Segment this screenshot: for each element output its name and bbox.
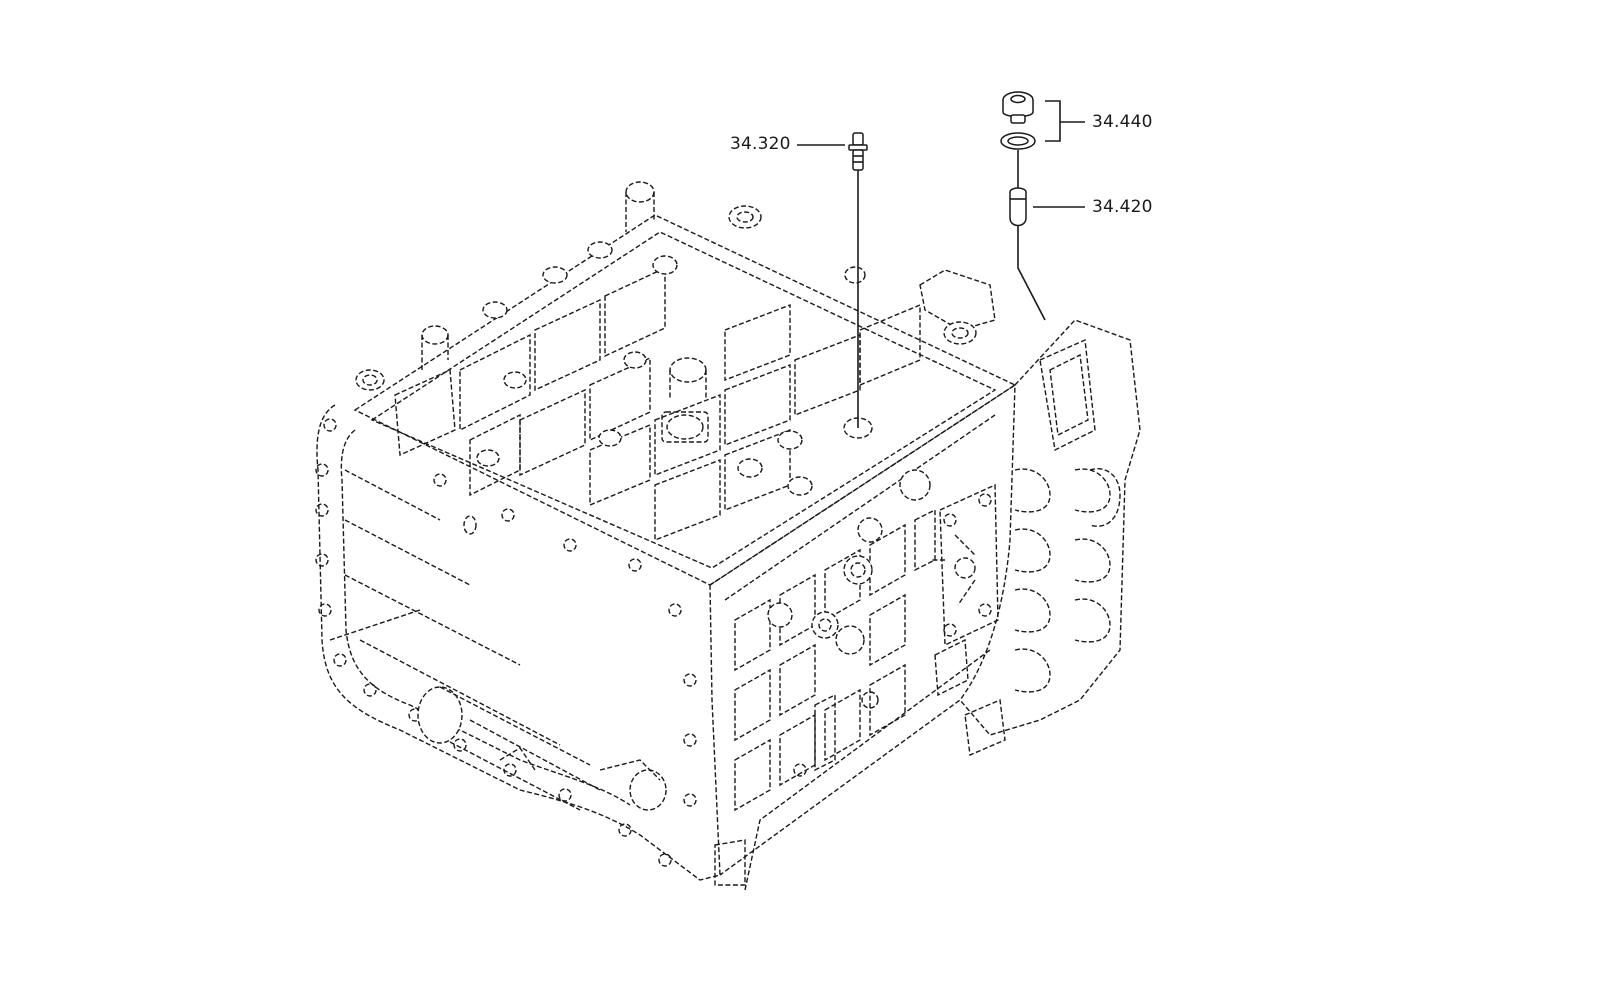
leader-lines — [797, 100, 1085, 428]
transmission-housing — [315, 181, 1141, 891]
top-grid — [394, 266, 921, 542]
bolt-34-320-part — [848, 132, 868, 171]
top-bosses — [355, 181, 977, 391]
front-face-ribs — [329, 469, 601, 791]
callout-34-420: 34.420 — [1092, 197, 1153, 217]
front-bolt-holes — [315, 418, 697, 867]
callout-34-440: 34.440 — [1092, 112, 1153, 132]
callout-34-320: 34.320 — [730, 134, 791, 154]
front-bore — [417, 686, 463, 744]
side-face-pockets — [734, 508, 936, 812]
screw-plug-34-440-part — [1002, 91, 1034, 124]
pin-34-420-part — [1009, 187, 1027, 227]
rear-ribs — [1014, 468, 1111, 693]
sealing-ring-34-440-part — [1000, 132, 1036, 150]
side-cover-plate — [939, 483, 999, 647]
housing-logo — [661, 411, 709, 443]
